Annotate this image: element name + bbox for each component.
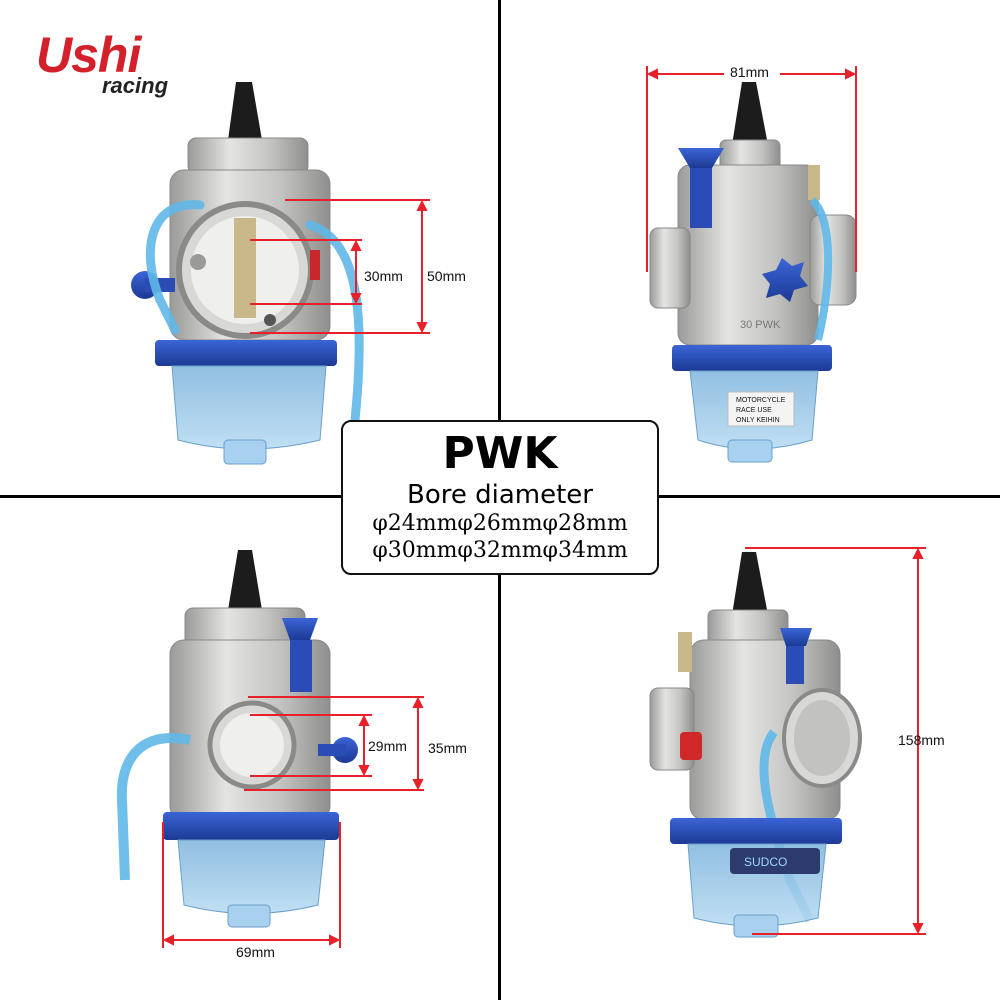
bowl-brand-text: SUDCO: [744, 855, 787, 869]
front-inner-dimension-label: 30mm: [364, 268, 403, 284]
back-outer-dimension-label: 35mm: [428, 740, 467, 756]
sticker-line-3: ONLY KEIHIN: [736, 417, 780, 424]
back-dimension-lines: [162, 696, 424, 948]
bottom-width-dimension-label: 69mm: [236, 944, 275, 960]
side-width-dimension-label: 81mm: [730, 64, 769, 80]
body-cast-model: 30 PWK: [740, 319, 781, 331]
height-dimension-label: 158mm: [898, 732, 945, 748]
carburetor-angled-view: [649, 552, 862, 938]
carburetor-side-view: [649, 82, 857, 463]
carburetor-back-view: [116, 550, 358, 928]
logo-main-text: Ushi: [36, 27, 141, 83]
carburetor-front-view: [131, 82, 364, 465]
side-dimension-lines: [646, 66, 857, 272]
sticker-line-2: RACE USE: [736, 407, 772, 414]
bore-sizes-row-1: φ24mmφ26mmφ28mm: [372, 511, 628, 536]
sticker-line-1: MOTORCYCLE: [736, 397, 786, 404]
back-inner-dimension-label: 29mm: [368, 738, 407, 754]
product-model-title: PWK: [442, 428, 558, 479]
logo-sub-text: racing: [102, 73, 169, 98]
product-info-box: PWK Bore diameter φ24mmφ26mmφ28mm φ30mmφ…: [341, 420, 659, 575]
front-dimension-lines: [250, 199, 430, 334]
bore-diameter-subtitle: Bore diameter: [407, 480, 593, 510]
height-dimension-lines: [745, 547, 926, 935]
front-outer-dimension-label: 50mm: [427, 268, 466, 284]
bore-sizes-row-2: φ30mmφ32mmφ34mm: [372, 538, 628, 563]
brand-logo: Ushi racing: [36, 28, 206, 108]
